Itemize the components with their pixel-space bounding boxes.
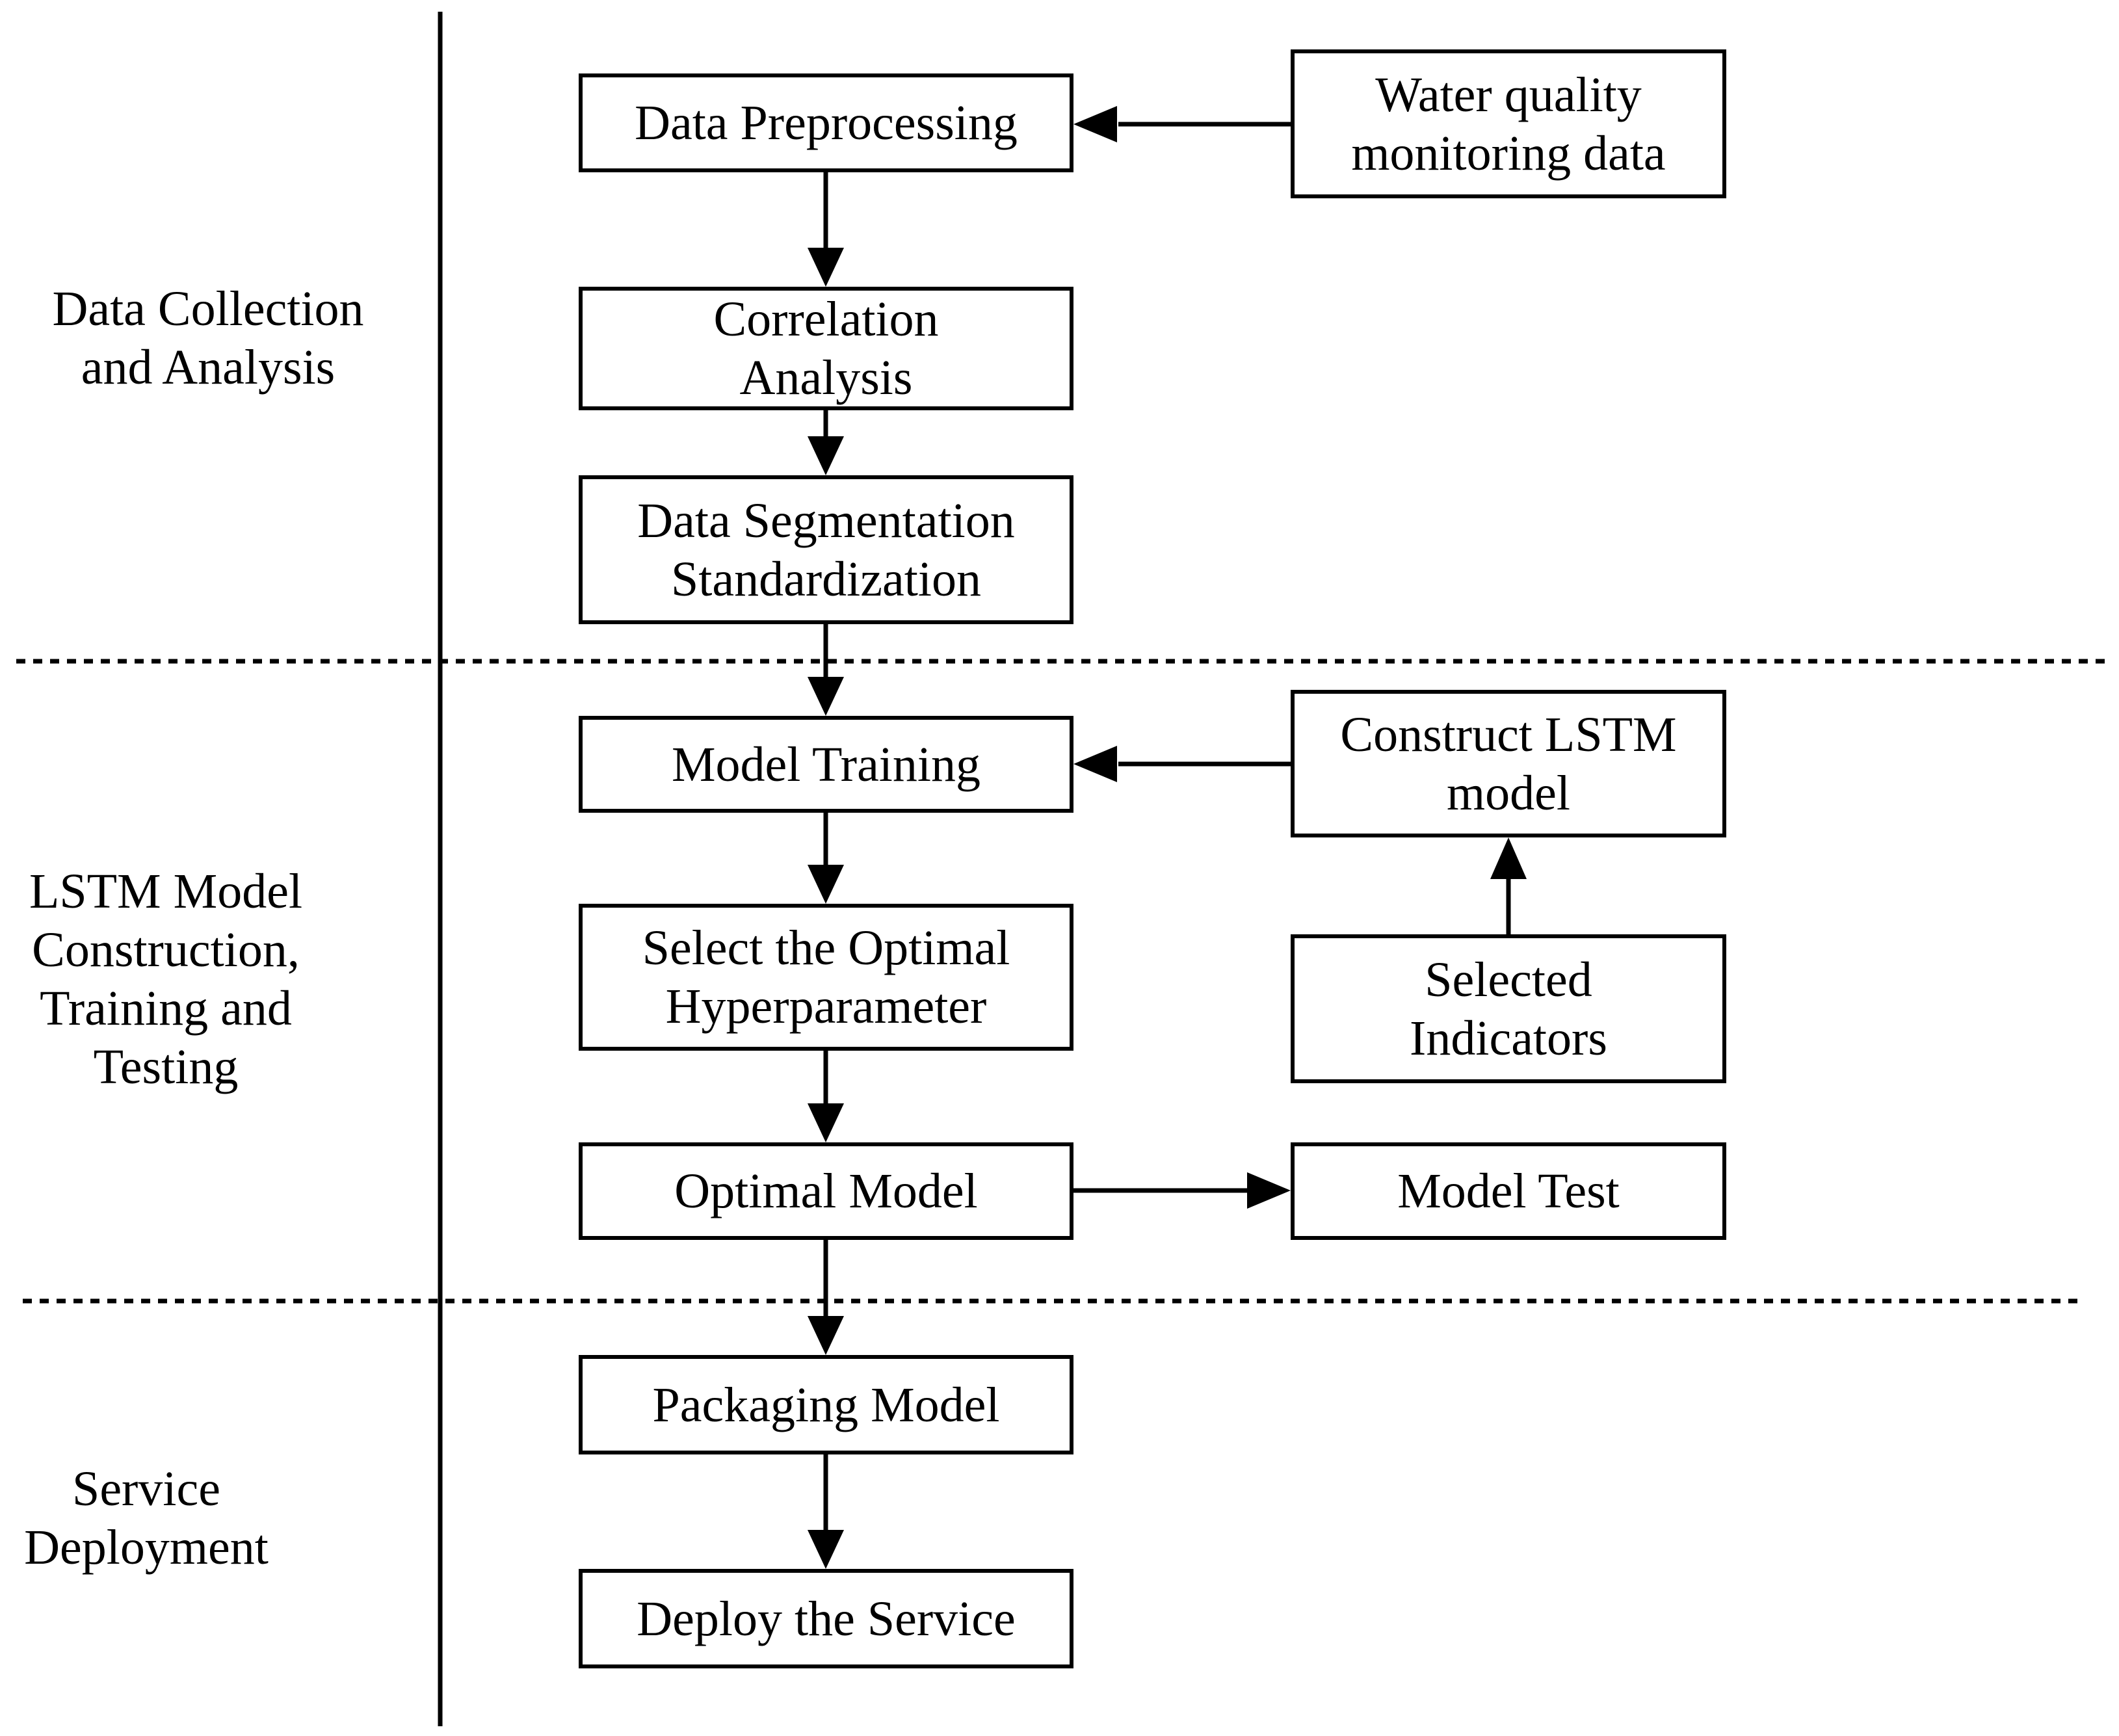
phase-label-lstm-model: LSTM Model Construction, Training and Te… — [29, 864, 303, 1094]
box-data-segmentation: Data Segmentation Standardization — [579, 475, 1073, 624]
arrowhead-into-correlation — [808, 248, 844, 287]
arrowhead-into-deploy — [808, 1530, 844, 1569]
arrowhead-into-segmentation — [808, 436, 844, 475]
arrowhead-into-preprocessing — [1073, 106, 1117, 142]
arrowhead-into-packaging — [808, 1316, 844, 1355]
box-data-preprocessing: Data Preprocessing — [579, 73, 1073, 172]
box-packaging-model: Packaging Model — [579, 1355, 1073, 1454]
box-select-hyperparameter: Select the Optimal Hyperparameter — [579, 904, 1073, 1051]
arrowhead-into-test — [1247, 1172, 1291, 1209]
arrowhead-into-optimal — [808, 1103, 844, 1142]
phase-label-service-deployment: Service Deployment — [24, 1462, 269, 1575]
arrowhead-into-construct — [1490, 837, 1527, 879]
box-deploy-service: Deploy the Service — [579, 1569, 1073, 1668]
arrowhead-into-training-side — [1073, 746, 1117, 782]
phase-label-data-collection: Data Collection and Analysis — [52, 282, 364, 395]
box-construct-lstm-model: Construct LSTM model — [1291, 690, 1726, 837]
box-selected-indicators: Selected Indicators — [1291, 934, 1726, 1083]
box-model-test: Model Test — [1291, 1142, 1726, 1240]
box-water-quality-data: Water quality monitoring data — [1291, 49, 1726, 198]
box-model-training: Model Training — [579, 716, 1073, 813]
box-optimal-model: Optimal Model — [579, 1142, 1073, 1240]
arrowhead-into-hyperparameter — [808, 865, 844, 904]
arrowhead-into-training — [808, 677, 844, 716]
box-correlation-analysis: Correlation Analysis — [579, 287, 1073, 410]
